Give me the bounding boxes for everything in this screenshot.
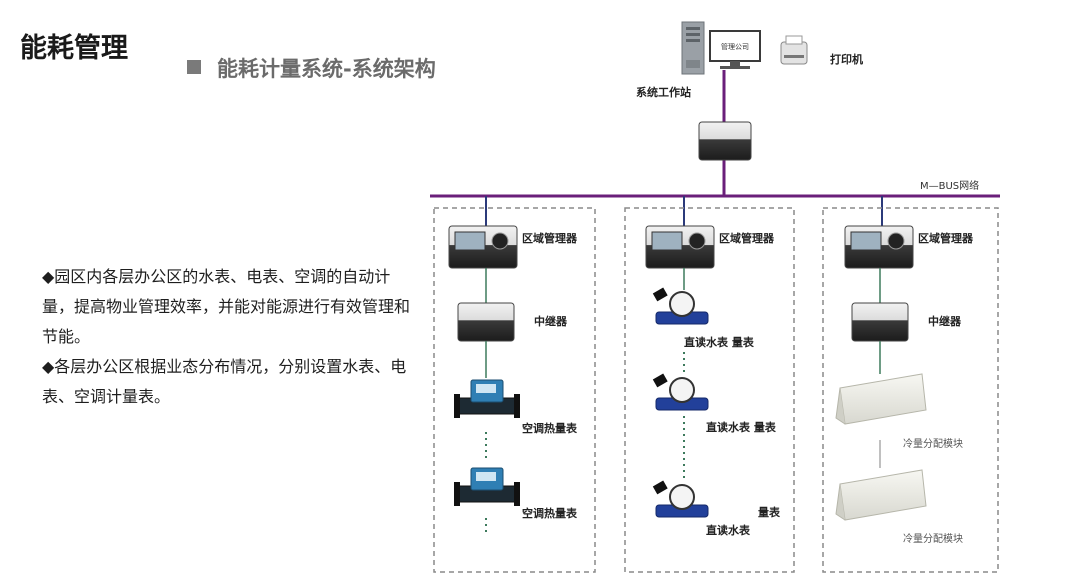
zone2-box <box>624 207 795 573</box>
central-controller-icon <box>698 121 752 161</box>
description-paragraph-2: ◆各层办公区根据业态分布情况，分别设置水表、电表、空调计量表。 <box>42 357 407 406</box>
workstation-label: 系统工作站 <box>636 85 691 99</box>
printer-icon <box>780 35 808 65</box>
zone1-heat-meter-2-label: 空调热量表 <box>522 506 578 520</box>
zone2-manager-icon <box>645 225 715 269</box>
zone2-water-meter-1-icon <box>652 287 709 325</box>
section-bullet-square <box>187 60 201 74</box>
zone2-water-meter-3-icon <box>652 480 709 518</box>
zone3-manager-icon <box>844 225 914 269</box>
zone3-box <box>822 207 999 573</box>
zone1-box <box>433 207 596 573</box>
description-paragraph-1: ◆园区内各层办公区的水表、电表、空调的自动计量，提高物业管理效率，并能对能源进行… <box>42 267 411 346</box>
monitor-icon <box>709 30 761 69</box>
zone1-heat-meter-1-label: 空调热量表 <box>522 421 578 435</box>
mbus-network-label: M—BUS网络 <box>920 179 979 192</box>
section-title: 能耗计量系统-系统架构 <box>217 57 436 81</box>
printer-label: 打印机 <box>830 52 863 66</box>
zone3-manager-label: 区域管理器 <box>918 231 974 245</box>
description-block: ◆园区内各层办公区的水表、电表、空调的自动计量，提高物业管理效率，并能对能源进行… <box>42 262 414 412</box>
page-title: 能耗管理 <box>20 33 128 64</box>
monitor-screen-text: 管理公司 <box>721 42 749 51</box>
zone2-water-meter-3-label-b: 直读水表 <box>706 523 751 537</box>
zone3-cooling-module-2-label: 冷量分配模块 <box>903 532 963 545</box>
zone2-water-meter-3-label-a: 量表 <box>758 505 781 519</box>
zone1-repeater-icon <box>457 302 515 342</box>
zone2-water-meter-2-label: 直读水表 量表 <box>706 420 777 434</box>
zone1-heat-meter-2-icon <box>454 467 520 506</box>
zone1-manager-icon <box>448 225 518 269</box>
zone2-water-meter-2-icon <box>652 373 709 411</box>
zone3-repeater-label: 中继器 <box>928 314 962 328</box>
zone1-manager-label: 区域管理器 <box>522 231 578 245</box>
zone1-heat-meter-1-icon <box>454 379 520 418</box>
zone1-repeater-label: 中继器 <box>534 314 568 328</box>
zone3-repeater-icon <box>851 302 909 342</box>
zone3-cooling-module-1-label: 冷量分配模块 <box>903 437 963 450</box>
zone3-cooling-module-2-icon <box>835 469 927 521</box>
zone2-water-meter-1-label: 直读水表 量表 <box>684 335 755 349</box>
zone2-manager-label: 区域管理器 <box>719 231 775 245</box>
server-tower-icon <box>681 21 705 75</box>
zone3-cooling-module-1-icon <box>835 373 927 425</box>
